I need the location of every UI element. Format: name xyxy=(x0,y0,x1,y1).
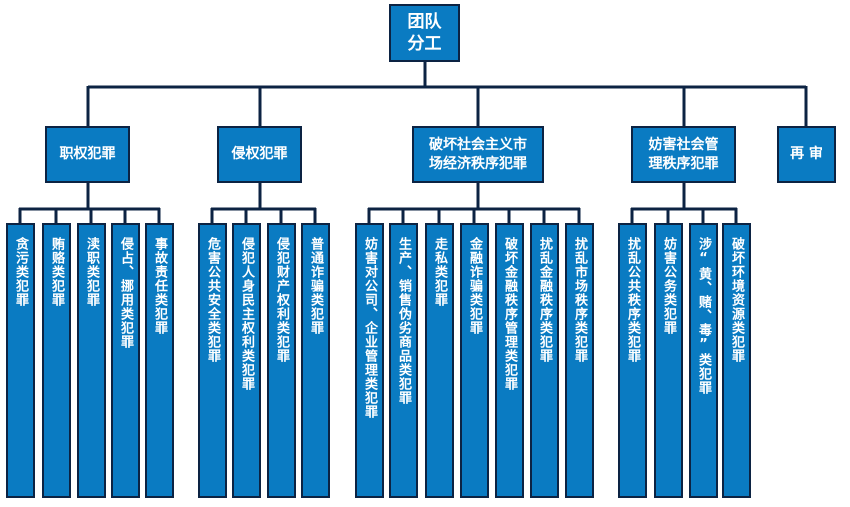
leaf-node-pornography-gambling-drugs: 涉“黄、赌、毒”类犯罪 xyxy=(689,223,718,498)
category-node-official-crimes: 职权犯罪 xyxy=(45,126,130,183)
category-node-retrial: 再 审 xyxy=(777,126,836,183)
leaf-node-dereliction: 渎职类犯罪 xyxy=(77,223,106,498)
root-node: 团队 分工 xyxy=(389,4,460,62)
leaf-node-obstructing-official-duty: 妨害公务类犯罪 xyxy=(654,223,683,498)
category-node-infringement-crimes: 侵权犯罪 xyxy=(217,126,302,183)
leaf-node-market-order-disruption: 扰乱市场秩序类犯罪 xyxy=(565,223,594,498)
leaf-node-public-safety: 危害公共安全类犯罪 xyxy=(198,223,227,498)
leaf-node-counterfeit-goods: 生产、销售伪劣商品类犯罪 xyxy=(389,223,418,498)
leaf-node-environment-resources: 破坏环境资源类犯罪 xyxy=(722,223,751,498)
leaf-node-public-order: 扰乱公共秩序类犯罪 xyxy=(618,223,647,498)
category-node-social-management-crimes: 妨害社会管 理秩序犯罪 xyxy=(631,126,736,183)
leaf-node-financial-order-management: 破坏金融秩序管理类犯罪 xyxy=(495,223,524,498)
leaf-node-personal-rights: 侵犯人身民主权利类犯罪 xyxy=(232,223,261,498)
leaf-node-ordinary-fraud: 普通诈骗类犯罪 xyxy=(301,223,330,498)
leaf-node-misappropriation: 侵占、挪用类犯罪 xyxy=(111,223,140,498)
leaf-node-smuggling: 走私类犯罪 xyxy=(425,223,454,498)
leaf-node-accident-liability: 事故责任类犯罪 xyxy=(145,223,174,498)
leaf-node-property-rights: 侵犯财产权利类犯罪 xyxy=(267,223,296,498)
leaf-node-financial-order-disruption: 扰乱金融秩序类犯罪 xyxy=(530,223,559,498)
category-node-market-economy-crimes: 破坏社会主义市 场经济秩序犯罪 xyxy=(412,126,544,183)
leaf-node-financial-fraud: 金融诈骗类犯罪 xyxy=(460,223,489,498)
leaf-node-embezzlement: 贪污类犯罪 xyxy=(6,223,35,498)
leaf-node-bribery: 贿赂类犯罪 xyxy=(42,223,71,498)
leaf-node-company-management: 妨害对公司、企业管理类犯罪 xyxy=(355,223,384,498)
